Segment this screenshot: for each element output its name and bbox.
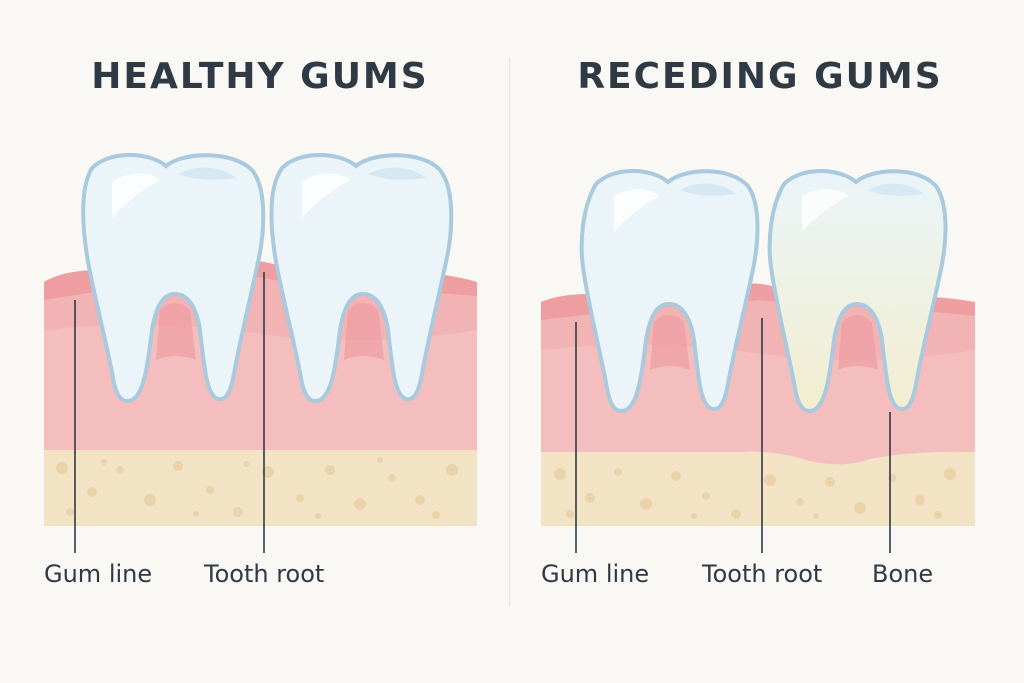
receding-bone: [541, 450, 975, 526]
receding-tooth-1: [579, 169, 760, 413]
panel-divider: [509, 58, 510, 606]
label-tooth-root-healthy: Tooth root: [204, 560, 325, 588]
label-bone: Bone: [872, 560, 934, 588]
receding-interdental-gum: [650, 315, 878, 370]
label-gum-line-receding: Gum line: [541, 560, 650, 588]
label-tooth-root-receding: Tooth root: [702, 560, 823, 588]
healthy-interdental-gum: [156, 303, 384, 360]
healthy-gums-title: HEALTHY GUMS: [91, 56, 429, 97]
label-gum-line-healthy: Gum line: [44, 560, 153, 588]
receding-gums-title: RECEDING GUMS: [577, 56, 943, 97]
receding-tooth-2: [767, 169, 948, 413]
healthy-tooth-2: [269, 153, 454, 403]
healthy-tooth-1: [81, 153, 266, 403]
healthy-bone: [44, 450, 477, 526]
